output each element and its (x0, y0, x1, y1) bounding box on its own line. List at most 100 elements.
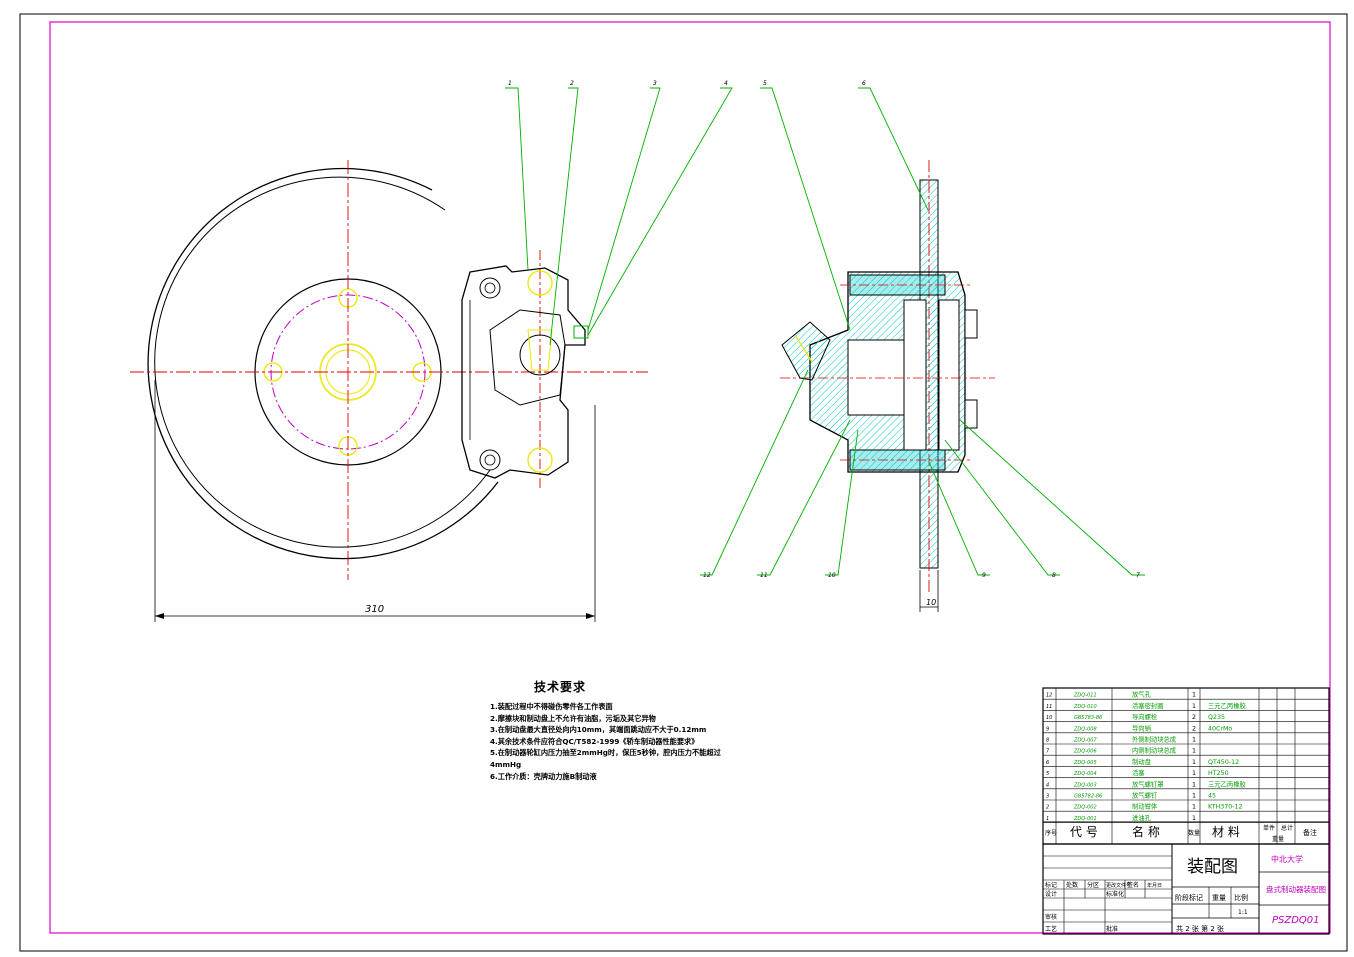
bom-cell-qty: 2 (1192, 714, 1196, 721)
bom-cell-no: 2 (1046, 805, 1049, 811)
tech-item: 3.在制动盘最大直径处向内10mm，其端面跳动应不大于0.12mm (490, 725, 707, 735)
bom-cell-code: ZDQ-010 (1073, 704, 1097, 710)
bom-cell-no: 7 (1046, 749, 1050, 755)
bom-cell-code: ZDQ-001 (1073, 816, 1097, 822)
section-view: 10 (780, 160, 995, 612)
tech-item: 6.工作介质：壳牌动力施B制动液 (490, 771, 597, 781)
bom-cell-material: 三元乙丙橡胶 (1208, 701, 1246, 710)
bom-cell-code: GB5783-86 (1074, 715, 1102, 721)
tech-title: 技术要求 (534, 680, 587, 694)
drawing-number: PSZDQ01 (1272, 915, 1320, 926)
bom-cell-qty: 1 (1192, 770, 1196, 777)
front-view: 310 (130, 160, 648, 622)
bom-cell-material: 三元乙丙橡胶 (1208, 779, 1246, 788)
title-block (1042, 843, 1330, 935)
bom-cell-name: 放气螺钉罩 (1132, 779, 1163, 788)
tech-item: 2.摩擦块和制动盘上不允许有油脂，污垢及其它异物 (490, 713, 656, 723)
bom-cell-name: 活塞 (1132, 768, 1145, 777)
rev-zone: 分区 (1087, 881, 1099, 889)
bom-cell-material: 45 (1208, 793, 1216, 800)
svg-text:12: 12 (703, 572, 711, 579)
bom-cell-code: ZDQ-005 (1073, 760, 1097, 766)
bom-cell-code: ZDQ-008 (1073, 726, 1097, 732)
width-dimension: 10 (926, 598, 936, 607)
bom-cell-name: 内侧制动块总成 (1132, 746, 1177, 755)
bom-cell-name: 活塞密封圈 (1132, 701, 1163, 710)
weight-label: 重量 (1212, 894, 1226, 902)
bom-header-no: 序号 (1045, 829, 1057, 837)
bom-cell-code: GB5782-86 (1074, 794, 1102, 800)
bom-cell-name: 外侧制动块总成 (1132, 735, 1177, 744)
bom-cell-no: 1 (1046, 816, 1049, 822)
bom-cell-no: 5 (1046, 771, 1049, 777)
bom-cell-no: 3 (1046, 794, 1049, 800)
bom-cell-no: 10 (1046, 715, 1052, 721)
bom-cell-code: ZDQ-003 (1073, 782, 1097, 788)
drawing-type: 装配图 (1187, 857, 1238, 877)
bom-header-note: 备注 (1303, 828, 1317, 837)
svg-text:5: 5 (763, 80, 767, 87)
bom-cell-no: 4 (1046, 782, 1049, 788)
svg-text:2: 2 (570, 80, 574, 87)
drawing-frame (49, 21, 1331, 934)
school-name: 中北大学 (1271, 854, 1303, 864)
designer-label: 设计 (1045, 890, 1057, 898)
bom-cell-name: 进油孔 (1132, 813, 1152, 822)
bom-cell-name: 制动钳体 (1132, 802, 1158, 811)
svg-text:4: 4 (724, 80, 728, 87)
rev-date: 年月日 (1147, 882, 1162, 889)
scale-value: 1:1 (1238, 909, 1248, 916)
svg-text:9: 9 (982, 572, 986, 579)
bom-cell-code: ZDQ-006 (1073, 749, 1097, 755)
stage-mark: 阶段标记 (1175, 893, 1203, 902)
svg-text:10: 10 (828, 572, 836, 579)
rev-count: 处数 (1066, 881, 1078, 889)
svg-text:11: 11 (760, 572, 768, 579)
bom-cell-qty: 1 (1192, 759, 1196, 766)
bom-header-material: 材 料 (1212, 825, 1240, 839)
bom-cell-name: 制动盘 (1132, 757, 1152, 766)
sheet-count: 共 2 张 第 2 张 (1176, 924, 1224, 933)
bom-header-name: 名 称 (1132, 824, 1160, 839)
bom-header-single: 单件 (1263, 824, 1275, 832)
svg-text:3: 3 (653, 80, 657, 87)
rev-sign: 签名 (1127, 881, 1139, 889)
process-label: 工艺 (1045, 925, 1057, 933)
bom-cell-material: HT250 (1208, 770, 1229, 777)
bom-cell-qty: 1 (1192, 703, 1196, 710)
outer-border (19, 13, 1348, 952)
bom-cell-material: 40CrMo (1208, 725, 1232, 732)
technical-requirements: 技术要求 1.装配过程中不得碰伤零件各工作表面 2.摩擦块和制动盘上不允许有油脂… (490, 678, 750, 782)
bom-cell-qty: 1 (1192, 748, 1196, 755)
bom-cell-qty: 1 (1192, 804, 1196, 811)
svg-text:6: 6 (862, 80, 866, 87)
bom-cell-qty: 1 (1192, 815, 1196, 822)
bom-cell-no: 12 (1046, 693, 1052, 699)
diameter-dimension: 310 (365, 604, 384, 615)
drawing-name: 盘式制动器装配图 (1266, 884, 1326, 894)
bom-cell-code: ZDQ-011 (1073, 693, 1097, 699)
bom-cell-name: 导向销 (1132, 723, 1151, 732)
svg-text:8: 8 (1052, 572, 1056, 579)
bom-cell-no: 9 (1046, 726, 1049, 732)
svg-text:1: 1 (508, 80, 512, 87)
tech-item: 5.在制动器轮缸内压力抽至2mmHg时，保压5秒钟，腔内压力不能超过4mmHg (490, 748, 721, 769)
bom-cell-name: 放气螺钉 (1132, 791, 1158, 800)
standardize-label: 标准化 (1106, 890, 1124, 898)
bom-cell-no: 6 (1046, 760, 1049, 766)
approve-label: 批准 (1106, 925, 1118, 933)
bom-cell-material: QT450-12 (1208, 759, 1239, 766)
bom-header-code: 代 号 (1070, 825, 1098, 839)
bom-header-weight: 重量 (1272, 835, 1284, 843)
bom-cell-name: 放气孔 (1132, 690, 1152, 699)
tech-item: 1.装配过程中不得碰伤零件各工作表面 (490, 702, 613, 711)
svg-text:7: 7 (1136, 572, 1140, 579)
bom-cell-name: 导向螺栓 (1132, 712, 1158, 721)
bom-cell-qty: 1 (1192, 692, 1196, 699)
scale-label: 比例 (1234, 893, 1248, 902)
bom-cell-code: ZDQ-007 (1073, 738, 1097, 744)
leader-lines (505, 87, 1145, 576)
bom-cell-qty: 1 (1192, 793, 1196, 800)
rev-mark: 标记 (1045, 881, 1057, 889)
